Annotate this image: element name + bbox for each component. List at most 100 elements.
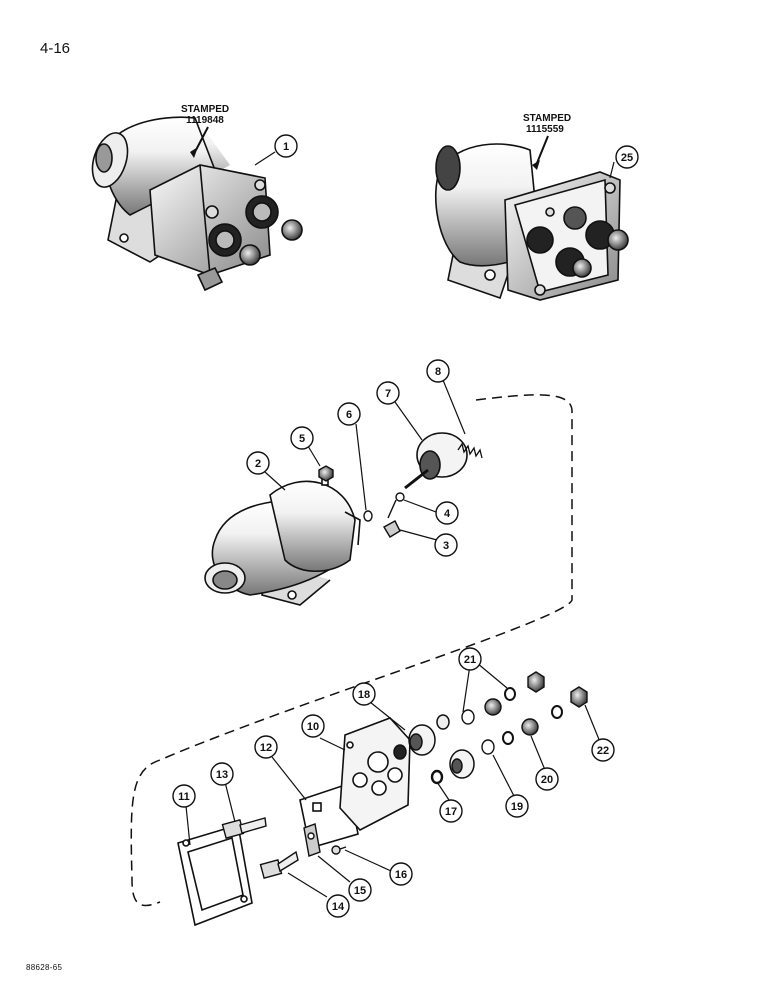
- callout-11: 11: [172, 784, 196, 808]
- stamp-title-right: STAMPED: [523, 113, 571, 124]
- bolt-part-13: [221, 817, 267, 839]
- callout-15: 15: [348, 878, 372, 902]
- callout-5: 5: [290, 426, 314, 450]
- callout-16: 16: [389, 862, 413, 886]
- callout-7: 7: [376, 381, 400, 405]
- callout-circle: [434, 533, 458, 557]
- callout-circle: [348, 878, 372, 902]
- exploded-boundary-dashed: [130, 394, 573, 907]
- callout-3: 3: [434, 533, 458, 557]
- callout-circle: [326, 894, 350, 918]
- callout-label: 18: [358, 689, 370, 701]
- bolt-part-14: [259, 850, 299, 879]
- insulator-cover-part-10: [339, 717, 411, 831]
- callout-circle: [535, 767, 559, 791]
- callout-layer: 1 25 2 3 4 5 6 7 8 10 11 12 13 14 15 16 17 18 19 20 21 22: [172, 134, 639, 918]
- stamp-arrow-left: [195, 126, 209, 151]
- callout-label: 22: [597, 745, 609, 757]
- callout-21: 21: [458, 647, 482, 671]
- callout-label: 6: [346, 409, 352, 421]
- stamp-number-right: 1115559: [526, 124, 564, 135]
- callout-14: 14: [326, 894, 350, 918]
- callout-label: 19: [511, 801, 523, 813]
- stamp-arrow-right: [536, 135, 549, 164]
- callout-circle: [458, 647, 482, 671]
- callout-label: 7: [385, 388, 391, 400]
- callout-19: 19: [505, 794, 529, 818]
- callout-label: 25: [621, 152, 633, 164]
- gasket-part-11: [177, 823, 253, 927]
- callout-circle: [301, 714, 325, 738]
- callout-circle: [505, 794, 529, 818]
- callout-circle: [439, 799, 463, 823]
- callout-13: 13: [210, 762, 234, 786]
- callout-label: 20: [541, 774, 553, 786]
- callout-circle: [615, 145, 639, 169]
- callout-2: 2: [246, 451, 270, 475]
- nut-part-5: [318, 465, 334, 482]
- callout-18: 18: [352, 682, 376, 706]
- callout-circle: [290, 426, 314, 450]
- stamp-number-left: 1119848: [186, 115, 224, 126]
- callout-label: 21: [464, 654, 476, 666]
- callout-20: 20: [535, 767, 559, 791]
- terminal-studs: [526, 182, 629, 296]
- callout-8: 8: [426, 359, 450, 383]
- callout-label: 11: [178, 791, 190, 803]
- callout-1: 1: [274, 134, 298, 158]
- callout-25: 25: [615, 145, 639, 169]
- callout-label: 15: [354, 885, 366, 897]
- callout-label: 12: [260, 742, 272, 754]
- callout-circle: [274, 134, 298, 158]
- callout-circle: [210, 762, 234, 786]
- callout-circle: [352, 682, 376, 706]
- lock-washer-part-17: [430, 769, 444, 785]
- solenoid-1115559: [434, 143, 629, 301]
- callout-circle: [435, 501, 459, 525]
- callout-10: 10: [301, 714, 325, 738]
- terminal-studs: [196, 179, 303, 292]
- nuts-part-22: [527, 671, 588, 708]
- figure-code: 88628-65: [26, 963, 63, 972]
- callout-label: 10: [307, 721, 319, 733]
- callout-label: 1: [283, 141, 289, 153]
- insulating-washer-small: [436, 714, 475, 779]
- callout-circle: [389, 862, 413, 886]
- callout-circle: [376, 381, 400, 405]
- nuts-part-20: [484, 698, 539, 736]
- callout-label: 5: [299, 433, 305, 445]
- callout-4: 4: [435, 501, 459, 525]
- callout-circle: [172, 784, 196, 808]
- callout-17: 17: [439, 799, 463, 823]
- stamp-title-left: STAMPED: [181, 104, 229, 115]
- washers-part-19: [461, 687, 516, 755]
- callout-label: 17: [445, 806, 457, 818]
- callout-label: 4: [444, 508, 451, 520]
- washer-part-6: [363, 510, 373, 522]
- callout-label: 2: [255, 458, 261, 470]
- callout-label: 16: [395, 869, 407, 881]
- callout-circle: [246, 451, 270, 475]
- callout-circle: [337, 402, 361, 426]
- clip-part-3: [383, 520, 401, 538]
- callout-circle: [426, 359, 450, 383]
- page-number: 4-16: [40, 40, 71, 57]
- leader-lines: [185, 151, 615, 898]
- connector-part-15: [303, 823, 321, 857]
- insulating-washer-part-18: [393, 724, 436, 760]
- screw-part-16: [331, 845, 347, 855]
- callout-circle: [254, 735, 278, 759]
- lock-washers-part-21: [551, 705, 563, 719]
- spring-part-8: [457, 442, 483, 459]
- solenoid-housing: [204, 476, 361, 606]
- callout-label: 14: [332, 901, 345, 913]
- callout-6: 6: [337, 402, 361, 426]
- screw-part-4: [387, 492, 405, 519]
- callout-12: 12: [254, 735, 278, 759]
- solenoid-1119848: [91, 110, 303, 292]
- callout-label: 3: [443, 540, 449, 552]
- callout-circle: [591, 738, 615, 762]
- callout-22: 22: [591, 738, 615, 762]
- callout-label: 8: [435, 366, 441, 378]
